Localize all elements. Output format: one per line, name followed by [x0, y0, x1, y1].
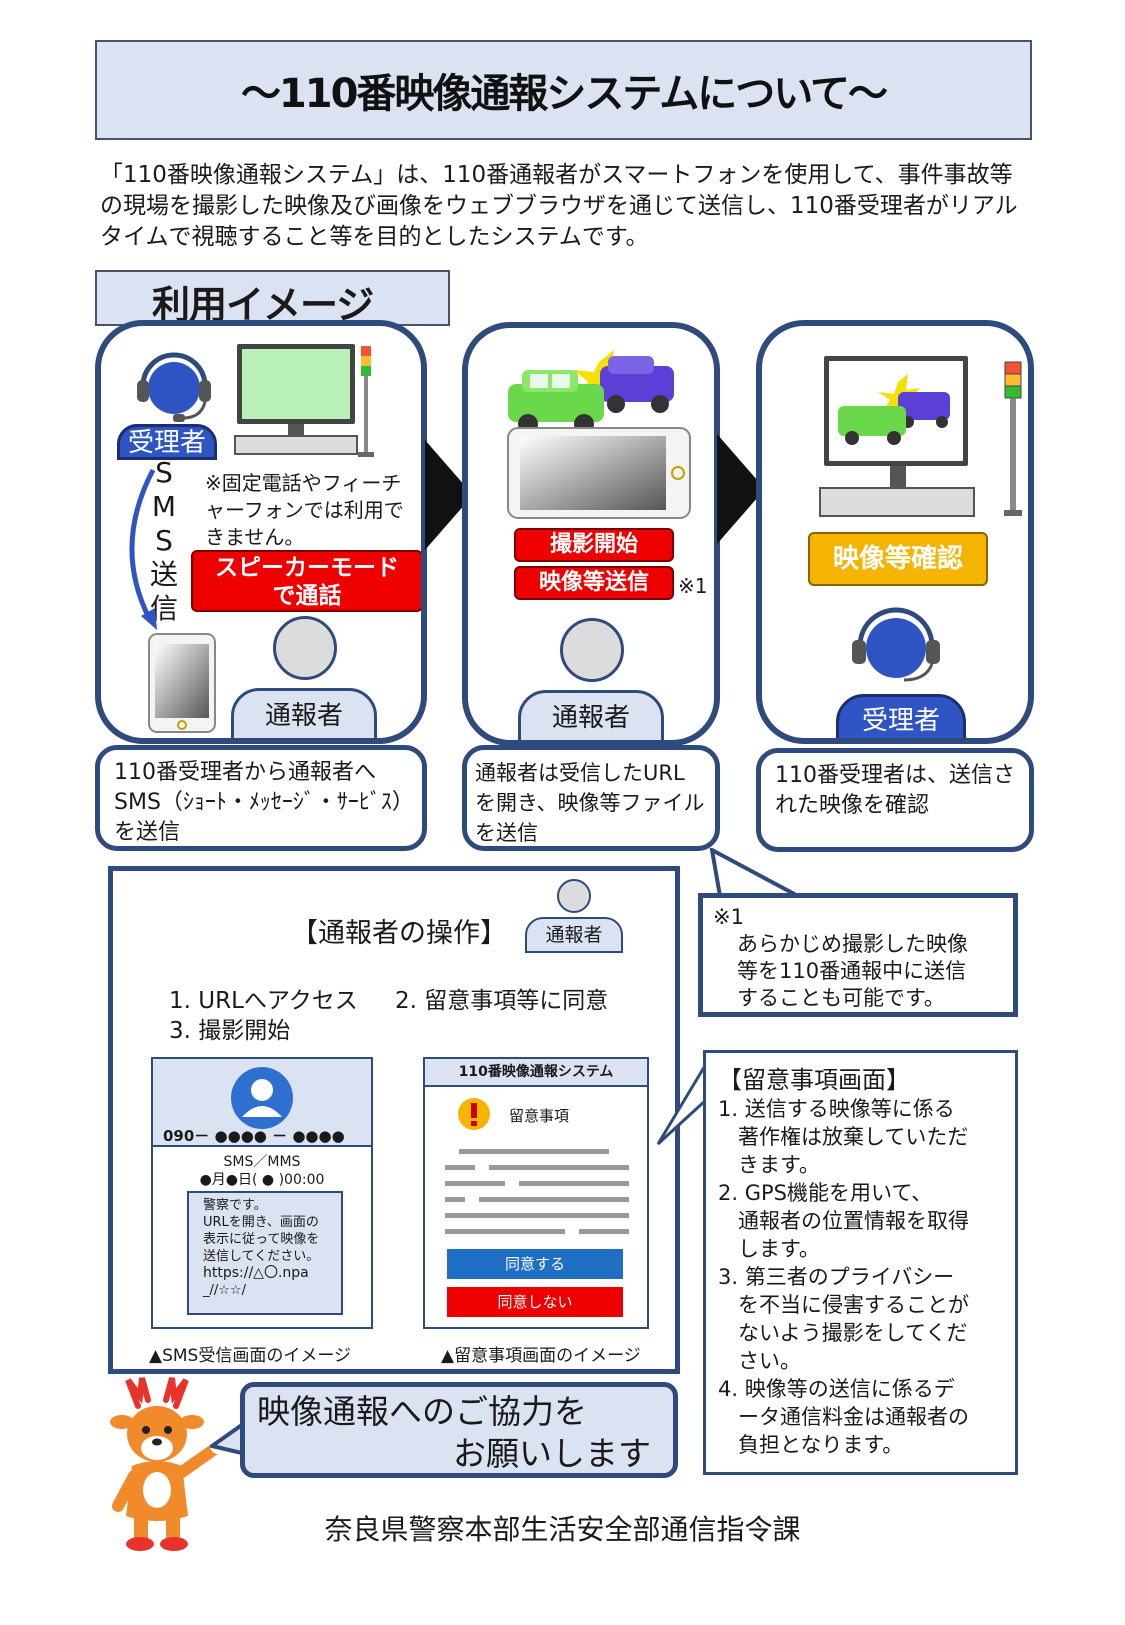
caller-label: 通報者: [231, 688, 377, 738]
operations-heading: 【通報者の操作】: [291, 918, 507, 949]
panel-caller-send: 撮影開始 映像等送信 ※1 通報者: [462, 322, 720, 746]
caption-step2: 通報者は受信したURL を開き、映像等ファイル を送信: [462, 745, 720, 851]
speaker-mode-badge: スピーカーモード で通話: [191, 550, 421, 612]
caption-step3: 110番受理者は、送信さ れた映像を確認: [756, 748, 1034, 852]
section-title: 利用イメージ: [152, 283, 374, 327]
notice-screen-caption: ▲留意事項画面のイメージ: [441, 1346, 641, 1366]
notice-text: ※固定電話やフィーチャーフォンでは利用できません。: [205, 471, 404, 549]
signal-tower-icon: [1004, 361, 1022, 516]
receiver-label: 受理者: [836, 694, 966, 738]
caption-step1: 110番受理者から通報者へ SMS（ｼｮｰﾄ・ﾒｯｾｰｼﾞ・ｻｰﾋﾞｽ） を送信: [95, 745, 427, 851]
smartphone-icon: [148, 633, 216, 733]
notice-screen-mock: 110番映像通報システム 留意事項 同意する 同意しない: [423, 1057, 649, 1329]
caller-avatar: [273, 616, 337, 680]
title-banner: ～110番映像通報システムについて～: [95, 40, 1032, 140]
disagree-button[interactable]: 同意しない: [447, 1287, 623, 1317]
step-3: 3. 撮影開始: [169, 1018, 291, 1044]
warning-icon: [458, 1098, 490, 1130]
caller-badge: 通報者: [525, 917, 623, 953]
agree-button[interactable]: 同意する: [447, 1249, 623, 1279]
flow-arrow-icon: [717, 434, 765, 544]
headset-operator-icon: [137, 352, 211, 422]
sms-type: SMS／MMS: [223, 1154, 301, 1170]
signal-tower-icon: [358, 346, 374, 457]
sms-screen-mock: 090－ ●●●● － ●●●● SMS／MMS ●月●日( ● )00:00 …: [151, 1057, 373, 1329]
step-2: 2. 留意事項等に同意: [395, 988, 609, 1014]
page-title: ～110番映像通報システムについて～: [240, 71, 888, 117]
caller-operations-box: 【通報者の操作】 通報者 1. URLへアクセス 2. 留意事項等に同意 3. …: [108, 866, 680, 1374]
caller-avatar: [560, 618, 624, 682]
note-mark: ※1: [678, 574, 708, 598]
placeholder-lines: [445, 1149, 629, 1239]
caller-avatar: [557, 879, 591, 913]
cooperation-request: 映像通報へのご協力を お願いします: [240, 1382, 678, 1478]
receiver-label: 受理者: [117, 424, 217, 460]
confirm-video-badge: 映像等確認: [808, 532, 988, 586]
monitor-icon: [234, 344, 358, 455]
callout-pointer: [656, 1063, 708, 1146]
notice-title: 留意事項: [509, 1107, 570, 1125]
intro-text: 「110番映像通報システム」は、110番通報者がスマートフォンを使用して、事件事…: [100, 162, 1018, 250]
footer-organization: 奈良県警察本部生活安全部通信指令課: [324, 1513, 801, 1546]
mascot-deer-icon: [110, 1377, 226, 1551]
curved-arrow-icon: [129, 468, 157, 630]
contact-avatar-icon: [231, 1067, 293, 1129]
sms-vertical-text: S M S 送 信: [149, 456, 178, 625]
flow-arrow-icon: [425, 440, 473, 550]
note-1-box: ※1 あらかじめ撮影した映像 等を110番通報中に送信 することも可能です。: [698, 893, 1018, 1017]
sms-number: 090－ ●●●● － ●●●●: [163, 1127, 345, 1145]
sms-header: 090－ ●●●● － ●●●●: [153, 1059, 371, 1147]
notice-items-box: 【留意事項画面】 1. 送信する映像等に係る 著作権は放棄していただ きます。 …: [703, 1050, 1018, 1475]
send-video-badge: 映像等送信: [514, 566, 674, 600]
panel-receiver-confirm: 映像等確認 受理者: [756, 320, 1034, 744]
headset-operator-icon: [852, 607, 940, 682]
section-banner: 利用イメージ: [95, 270, 450, 327]
car-crash-icon: [508, 350, 674, 434]
monitor-icon: [819, 356, 975, 517]
smartphone-landscape-icon: [507, 427, 691, 519]
sms-date: ●月●日( ● )00:00: [199, 1172, 325, 1188]
start-shooting-badge: 撮影開始: [514, 528, 674, 562]
caller-label: 通報者: [518, 690, 664, 740]
system-title-bar: 110番映像通報システム: [425, 1059, 647, 1087]
sms-screen-caption: ▲SMS受信画面のイメージ: [149, 1346, 351, 1366]
step-1: 1. URLへアクセス: [169, 988, 358, 1014]
panel-receiver-sms: 受理者 S M S 送 信 ※固定電話やフィーチャーフォンでは利用できません。 …: [95, 320, 427, 744]
sms-message-bubble: 警察です。 URLを開き、画面の 表示に従って映像を 送信してください。 htt…: [187, 1191, 343, 1315]
